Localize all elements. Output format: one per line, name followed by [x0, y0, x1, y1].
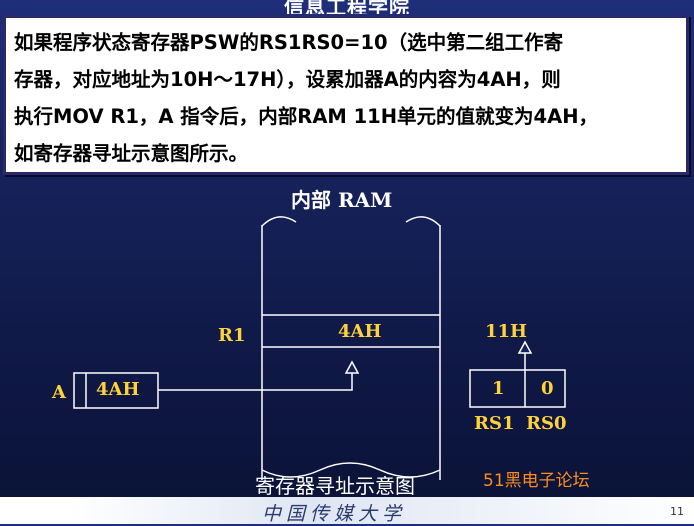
r1-cell-value: 4AH [338, 321, 382, 342]
data-path-arrow [158, 360, 360, 391]
rs-bits-box [469, 369, 566, 408]
address-arrow [517, 340, 533, 370]
a-value: 4AH [96, 379, 140, 400]
description-line-3: 执行MOV R1，A 指令后，内部RAM 11H单元的值就变为4AH， [14, 105, 599, 128]
footer-bar: 中国传媒大学 11 [0, 497, 694, 525]
university-logo: 中国传媒大学 [262, 503, 407, 525]
page-number: 11 [670, 505, 684, 518]
header-brand: 信息工程学院 [284, 0, 410, 14]
rs0-bit-value: 0 [541, 378, 554, 399]
top-strip: 信息工程学院 [0, 0, 694, 14]
r1-label: R1 [218, 325, 246, 346]
rs1-label: RS1 [474, 413, 515, 434]
description-line-4: 如寄存器寻址示意图所示。 [14, 142, 249, 165]
rs1-bit-value: 1 [492, 378, 505, 399]
ram-block [261, 216, 441, 480]
forum-watermark: 51黑电子论坛 [483, 471, 590, 491]
diagram-caption: 寄存器寻址示意图 [255, 474, 415, 498]
ram-label: 内部 RAM [291, 188, 393, 212]
address-label: 11H [485, 321, 528, 342]
rs0-label: RS0 [526, 413, 567, 434]
description-line-2: 存器，对应地址为10H～17H），设累加器A的内容为4AH，则 [14, 68, 561, 91]
description-line-1: 如果程序状态寄存器PSW的RS1RS0=10（选中第二组工作寄 [14, 31, 564, 54]
a-label: A [52, 382, 66, 403]
description-box: 如果程序状态寄存器PSW的RS1RS0=10（选中第二组工作寄 存器，对应地址为… [3, 15, 689, 175]
